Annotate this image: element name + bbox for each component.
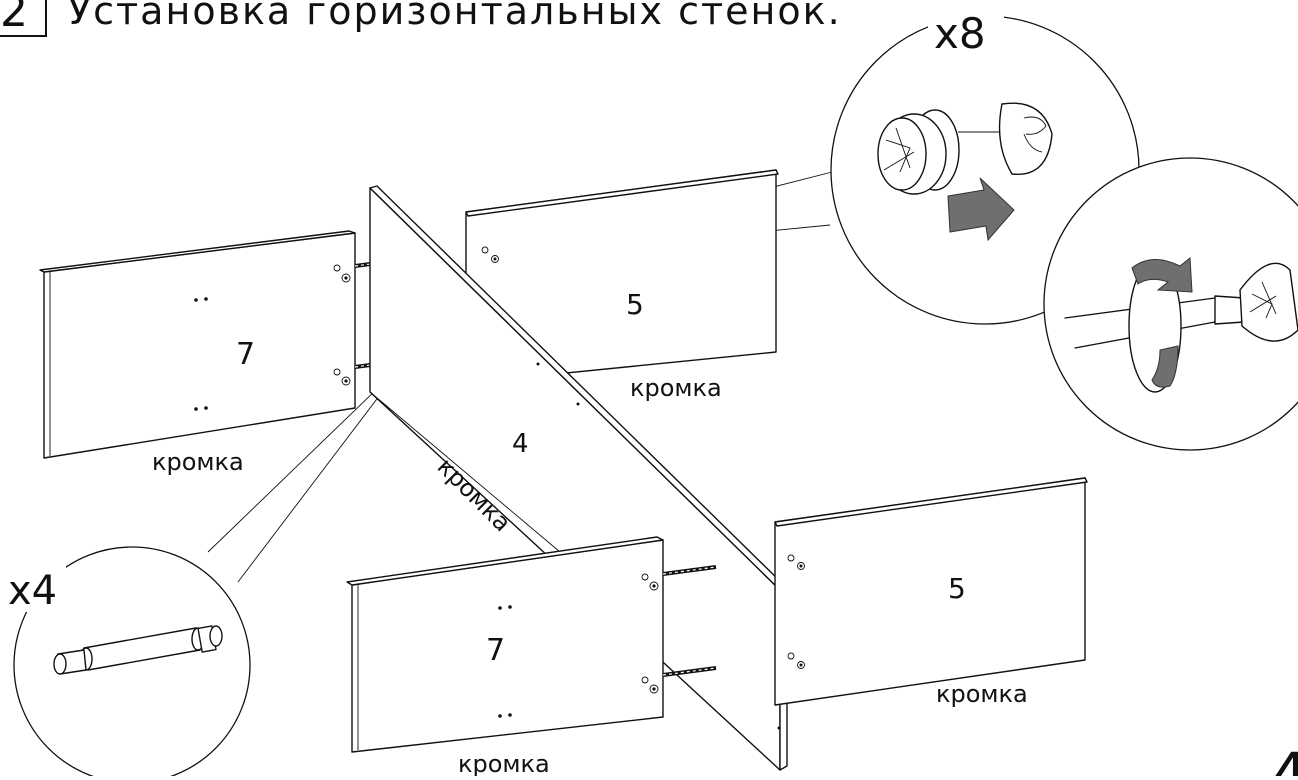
step-title: Установка горизонтальных стенок. xyxy=(68,0,842,33)
page-number: 4 xyxy=(1268,739,1298,776)
panel-5-top-edge-label: кромка xyxy=(630,374,722,402)
panel-7-top-edge-label: кромка xyxy=(152,448,244,476)
panel-5-bottom: 5 кромка xyxy=(774,477,1088,708)
panel-7-top: 7 кромка xyxy=(39,230,356,476)
panel-7-bottom: 7 кромка xyxy=(346,536,664,778)
cam-lock-icon xyxy=(877,102,1053,195)
step-number: 2 xyxy=(0,0,28,37)
panel-7-top-number: 7 xyxy=(236,337,255,372)
panel-5-top-number: 5 xyxy=(626,288,644,321)
dowels-bottom xyxy=(662,565,717,677)
panel-4-number: 4 xyxy=(512,429,529,459)
dowel-zoom-circle xyxy=(13,546,251,780)
panel-7-bottom-edge-label: кромка xyxy=(458,750,550,776)
panel-7-bottom-number: 7 xyxy=(486,633,505,668)
step-number-box xyxy=(0,0,47,37)
dowel-detail: x4 xyxy=(6,546,251,780)
screwdriver-detail xyxy=(1043,157,1298,451)
dowel-screw-icon xyxy=(53,625,223,675)
panel-5-bottom-edge-label: кромка xyxy=(936,680,1028,708)
rotate-arrow-icon xyxy=(1131,257,1193,388)
step-header: 2 Установка горизонтальных стенок. xyxy=(0,0,842,37)
cam-lock-count: x8 xyxy=(934,9,986,58)
dowel-count: x4 xyxy=(8,568,57,614)
panel-5-bottom-number: 5 xyxy=(948,572,966,605)
push-arrow-icon xyxy=(947,177,1015,242)
